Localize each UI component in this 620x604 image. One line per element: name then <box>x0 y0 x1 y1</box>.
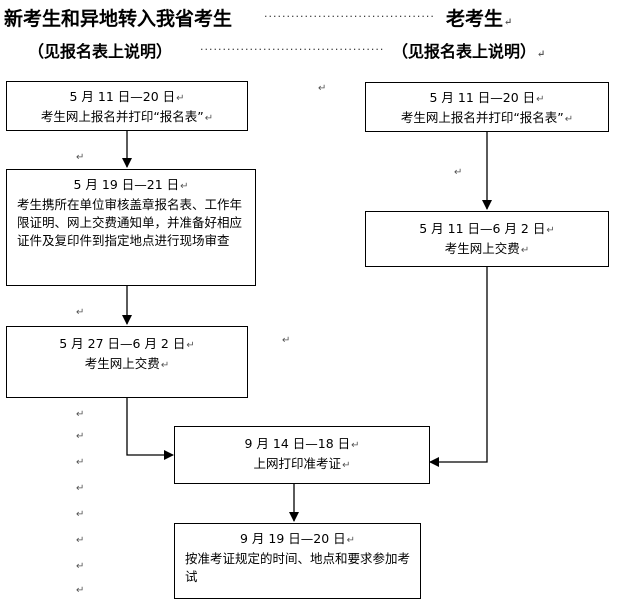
paragraph-mark-icon: ↵ <box>76 152 85 163</box>
new-payment-desc: 考生网上交费↵ <box>7 355 247 375</box>
paragraph-mark-icon: ↵ <box>76 307 85 318</box>
paragraph-mark-icon: ↵ <box>76 431 85 442</box>
new-register-date-text: 5 月 11 日—20 日 <box>69 89 176 104</box>
new-payment-date-text: 5 月 27 日—6 月 2 日 <box>59 336 186 351</box>
old-payment-desc-text: 考生网上交费 <box>444 241 520 256</box>
exam-date: 9 月 19 日—20 日↵ <box>175 530 420 550</box>
print-ticket-date-text: 9 月 14 日—18 日 <box>244 436 351 451</box>
arrow-old-payment-to-print <box>429 267 488 467</box>
new-review-desc: 考生携所在单位审核盖章报名表、工作年限证明、网上交费通知单，并准备好相应证件及复… <box>17 197 243 248</box>
new-register-desc: 考生网上报名并打印“报名表”↵ <box>7 108 247 128</box>
paragraph-mark-icon: ↵ <box>160 360 170 371</box>
paragraph-mark-icon: ↵ <box>76 483 85 494</box>
new-register-desc-text: 考生网上报名并打印“报名表” <box>40 109 204 124</box>
paragraph-mark-icon: ↵ <box>76 457 85 468</box>
new-candidates-title: 新考生和异地转入我省考生 <box>4 8 233 30</box>
old-register-date-text: 5 月 11 日—20 日 <box>429 90 536 105</box>
old-payment-desc: 考生网上交费↵ <box>366 240 608 260</box>
new-register-date: 5 月 11 日—20 日↵ <box>7 88 247 108</box>
old-candidates-note: （见报名表上说明）↵ <box>392 38 545 62</box>
paragraph-mark-icon: ↵ <box>76 535 85 546</box>
paragraph-mark-icon: ↵ <box>346 535 356 546</box>
new-payment-box: 5 月 27 日—6 月 2 日↵ 考生网上交费↵ <box>6 326 248 398</box>
paragraph-mark-icon: ↵ <box>180 181 189 192</box>
new-register-box: 5 月 11 日—20 日↵ 考生网上报名并打印“报名表”↵ <box>6 81 248 131</box>
paragraph-mark-icon: ↵ <box>186 340 195 351</box>
paragraph-mark-icon: ↵ <box>76 409 85 420</box>
print-ticket-desc: 上网打印准考证↵ <box>175 455 429 475</box>
old-payment-box: 5 月 11 日—6 月 2 日↵ 考生网上交费↵ <box>365 211 609 267</box>
new-payment-desc-text: 考生网上交费 <box>84 356 160 371</box>
exam-desc: 按准考证规定的时间、地点和要求参加考试 <box>185 551 411 584</box>
old-candidates-title-text: 老考生 <box>446 8 504 30</box>
leader-dots-top: ········································… <box>264 10 434 23</box>
print-ticket-box: 9 月 14 日—18 日↵ 上网打印准考证↵ <box>174 426 430 484</box>
new-review-box: 5 月 19 日—21 日↵ 考生携所在单位审核盖章报名表、工作年限证明、网上交… <box>6 169 256 286</box>
leader-dots-bottom: ········································… <box>200 43 384 56</box>
paragraph-mark-icon: ↵ <box>204 113 214 124</box>
paragraph-mark-icon: ↵ <box>504 17 513 28</box>
paragraph-mark-icon: ↵ <box>454 167 463 178</box>
print-ticket-desc-text: 上网打印准考证 <box>253 456 342 471</box>
exam-date-text: 9 月 19 日—20 日 <box>239 531 346 546</box>
new-review-date: 5 月 19 日—21 日↵ <box>7 176 255 196</box>
new-payment-date: 5 月 27 日—6 月 2 日↵ <box>7 335 247 355</box>
paragraph-mark-icon: ↵ <box>342 460 351 471</box>
print-ticket-date: 9 月 14 日—18 日↵ <box>175 435 429 455</box>
paragraph-mark-icon: ↵ <box>564 114 574 125</box>
paragraph-mark-icon: ↵ <box>520 245 530 256</box>
paragraph-mark-icon: ↵ <box>546 225 555 236</box>
paragraph-mark-icon: ↵ <box>76 561 85 572</box>
old-payment-date-text: 5 月 11 日—6 月 2 日 <box>419 221 546 236</box>
paragraph-mark-icon: ↵ <box>537 49 546 60</box>
old-candidates-title: 老考生↵ <box>446 4 512 31</box>
paragraph-mark-icon: ↵ <box>351 440 360 451</box>
old-payment-date: 5 月 11 日—6 月 2 日↵ <box>366 220 608 240</box>
paragraph-mark-icon: ↵ <box>318 83 327 94</box>
paragraph-mark-icon: ↵ <box>282 335 291 346</box>
old-register-desc-text: 考生网上报名并打印“报名表” <box>400 110 564 125</box>
arrow-new-payment-to-print <box>126 398 174 460</box>
paragraph-mark-icon: ↵ <box>76 585 85 596</box>
old-register-desc: 考生网上报名并打印“报名表”↵ <box>366 109 608 129</box>
old-register-box: 5 月 11 日—20 日↵ 考生网上报名并打印“报名表”↵ <box>365 82 609 132</box>
old-candidates-note-text: （见报名表上说明） <box>392 42 537 61</box>
paragraph-mark-icon: ↵ <box>76 509 85 520</box>
exam-box: 9 月 19 日—20 日↵ 按准考证规定的时间、地点和要求参加考试 <box>174 523 421 599</box>
old-register-date: 5 月 11 日—20 日↵ <box>366 89 608 109</box>
paragraph-mark-icon: ↵ <box>176 93 185 104</box>
new-candidates-note: （见报名表上说明） <box>28 42 173 61</box>
new-review-date-text: 5 月 19 日—21 日 <box>73 177 180 192</box>
paragraph-mark-icon: ↵ <box>536 94 545 105</box>
